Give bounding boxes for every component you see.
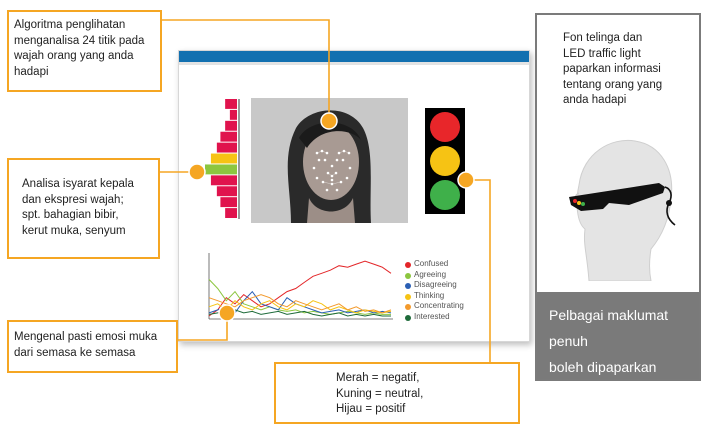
legend-dot-confused [405, 262, 411, 268]
led-red-icon [573, 199, 577, 203]
series-line-confused [208, 260, 392, 317]
callout-head-cues-text: Analisa isyarat kepala dan ekspresi waja… [22, 178, 134, 237]
series-line-agreeing [208, 279, 391, 315]
head-cue-bar [216, 186, 237, 197]
traffic-light-green [430, 180, 460, 210]
head-cue-bar [220, 131, 237, 142]
legend-dot-concentrating [405, 304, 411, 310]
head-cue-bar [229, 109, 237, 120]
legend-dot-thinking [405, 293, 411, 300]
earphone-panel: Fon telinga dan LED traffic light papark… [535, 13, 701, 401]
legend-label-confused: Confused [414, 259, 449, 268]
callout-face-algorithm: Algoritma penglihatan menganalisa 24 tit… [7, 10, 162, 92]
head-with-glasses-icon [569, 139, 676, 281]
traffic-light-red [430, 112, 460, 142]
callout-emotion-tracking-text: Mengenal pasti emosi muka dari semasa ke… [14, 331, 158, 359]
led-green-icon [581, 202, 585, 206]
callout-traffic-meaning-text: Merah = negatif, Kuning = neutral, Hijau… [336, 372, 424, 415]
series-line-concentrating [208, 294, 392, 314]
sub-bar [179, 62, 529, 65]
head-cue-bar [205, 164, 237, 175]
head-cue-bar [225, 99, 237, 109]
legend-label-disagreeing: Disagreeing [414, 280, 457, 289]
legend-dot-disagreeing [405, 283, 411, 289]
legend-label-agreeing: Agreeing [414, 269, 447, 279]
head-cue-bar [216, 142, 237, 153]
head-cue-bar [210, 175, 237, 186]
head-cue-bar [210, 153, 237, 164]
callout-face-algorithm-text: Algoritma penglihatan menganalisa 24 tit… [14, 19, 145, 78]
title-bar [179, 51, 529, 62]
series-line-interested [208, 309, 391, 317]
callout-emotion-tracking: Mengenal pasti emosi muka dari semasa ke… [7, 320, 178, 373]
legend-label-interested: Interested [414, 311, 450, 321]
earphone-description: Fon telinga dan LED traffic light papark… [563, 32, 663, 106]
head-cue-bar [225, 120, 237, 131]
legend-label-thinking: Thinking [414, 290, 445, 300]
head-cue-bars [205, 99, 240, 219]
earphone-icon [666, 200, 672, 206]
panel-footer: Pelbagai maklumat penuh boleh dipaparkan… [537, 292, 699, 401]
callout-head-cues: Analisa isyarat kepala dan ekspresi waja… [7, 158, 160, 259]
legend-label-concentrating: Concentrating [414, 301, 464, 310]
traffic-light [425, 108, 465, 214]
callout-traffic-meaning: Merah = negatif, Kuning = neutral, Hijau… [274, 362, 520, 424]
led-yellow-icon [577, 201, 581, 205]
traffic-light-yellow [430, 146, 460, 176]
head-cue-bar [220, 197, 237, 208]
emotion-line-chart [208, 253, 393, 320]
legend-dot-interested [405, 314, 411, 321]
legend-dot-agreeing [405, 272, 411, 279]
head-cue-bar [225, 208, 237, 218]
face-photo [251, 98, 408, 223]
